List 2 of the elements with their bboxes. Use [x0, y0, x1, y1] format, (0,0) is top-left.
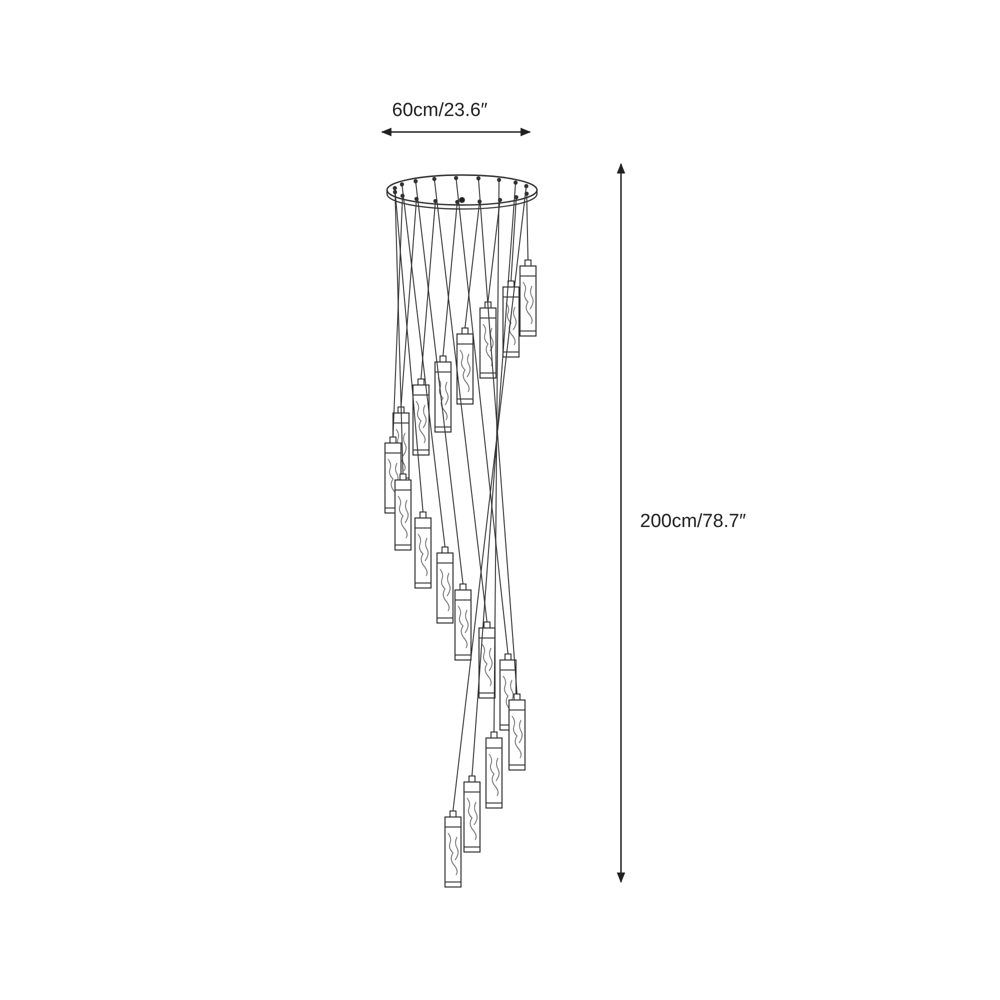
width-dimension: 60cm/23.6″ [392, 101, 488, 120]
height-dimension: 200cm/78.7″ [640, 512, 746, 531]
